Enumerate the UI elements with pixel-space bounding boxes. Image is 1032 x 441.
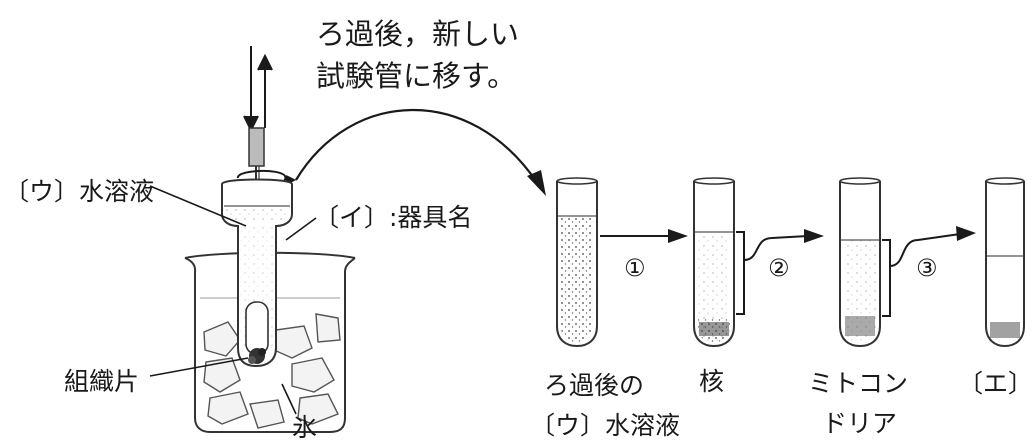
step-3-bracket [882, 233, 961, 317]
step-2-label: ② [768, 254, 790, 282]
tube-4-caption: 〔エ〕 [958, 369, 1032, 398]
instrument-i-leader [285, 217, 317, 241]
tube-3-caption-line-1: ミトコン [808, 369, 908, 398]
instrument-i-label: 〔イ〕:器具名 [314, 203, 472, 232]
caption-line-1: ろ過後，新しい [316, 17, 519, 51]
ice-leader [281, 383, 297, 415]
solution-u-leader [149, 185, 247, 227]
up-down-arrows-icon [243, 46, 273, 133]
step-3-label: ③ [916, 254, 938, 282]
tissue-leader [149, 357, 249, 377]
step-1-label: ① [624, 254, 646, 282]
homogenizer-tube [221, 178, 293, 368]
caption-line-2: 試験管に移す。 [316, 59, 516, 93]
tissue-label: 組織片 [64, 367, 139, 396]
step-3-arrowhead-icon [956, 226, 976, 241]
test-tube-e [985, 177, 1025, 348]
test-tube-mitochondria [839, 177, 881, 348]
tube-1-caption-line-2: 〔ウ〕水溶液 [530, 411, 680, 440]
tube-1-caption-line-1: ろ過後の [544, 371, 644, 400]
test-tube-filtrate [556, 177, 598, 348]
tube-3-caption-line-2: ドリア [822, 409, 897, 438]
solution-u-label: 〔ウ〕水溶液 [4, 177, 154, 206]
step-2-bracket [736, 231, 809, 315]
test-tube-nucleus [693, 177, 735, 348]
step-1-arrowhead-icon [668, 229, 688, 243]
step-2-arrowhead-icon [804, 229, 824, 243]
tube-2-caption: 核 [699, 367, 724, 396]
ice-label: 氷 [292, 413, 317, 441]
ice-chunks [203, 313, 341, 429]
transfer-arrow [295, 109, 539, 185]
transfer-arrowhead-icon [527, 170, 546, 196]
